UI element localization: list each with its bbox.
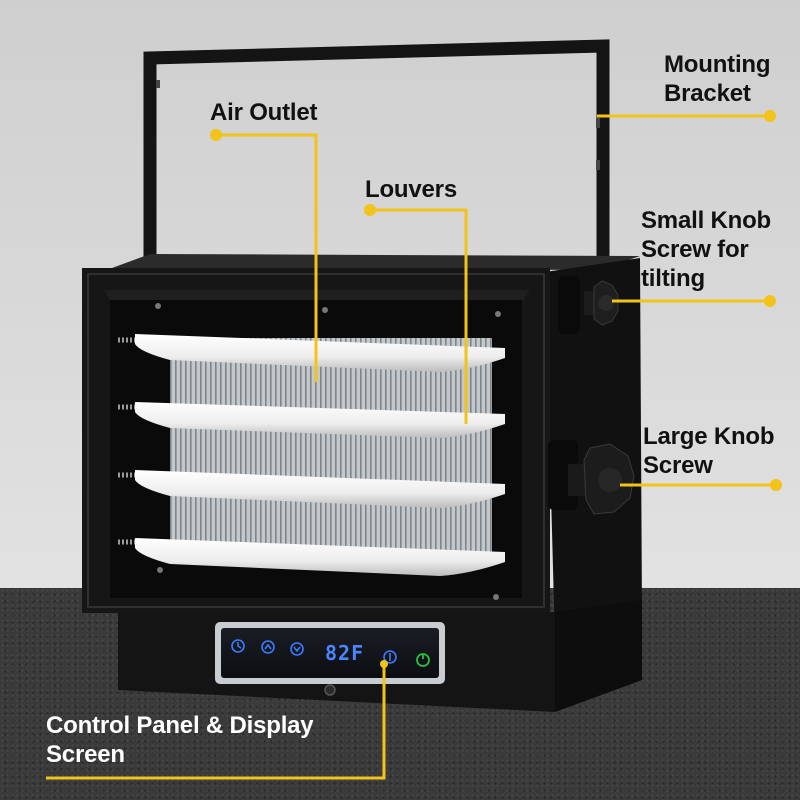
control-panel-label: Control Panel & Display Screen [46, 712, 314, 768]
small-knob-screw [584, 280, 619, 326]
control-panel-dot [380, 660, 388, 668]
large-knob-screw [568, 443, 635, 515]
control-panel-leader [46, 665, 386, 780]
large-knob-label: Large Knob Screw [643, 423, 775, 479]
temperature-display: 82F [325, 641, 365, 665]
mounting-bracket-dot [764, 110, 776, 122]
power-icon [416, 653, 430, 667]
louvers-label: Louvers [365, 176, 457, 203]
louvers-dot [364, 204, 376, 216]
louvers [118, 334, 505, 576]
small-knob-dot [764, 295, 776, 307]
louvers-leader [370, 208, 468, 424]
air-outlet-dot [210, 129, 222, 141]
louver-2 [118, 402, 505, 438]
louver-4 [118, 538, 505, 576]
mounting-bracket [143, 39, 610, 306]
louver-3 [118, 470, 505, 508]
up-arrow-icon [261, 640, 275, 654]
mounting-bracket-label: Mounting Bracket [664, 51, 771, 107]
louver-1 [118, 334, 505, 372]
timer-icon [231, 639, 245, 653]
large-knob-dot [770, 479, 782, 491]
small-knob-label: Small Knob Screw for tilting [641, 207, 772, 292]
air-outlet-label: Air Outlet [210, 99, 318, 126]
air-outlet-leader [216, 133, 318, 382]
down-arrow-icon [290, 642, 304, 656]
mode-icon [383, 650, 397, 664]
